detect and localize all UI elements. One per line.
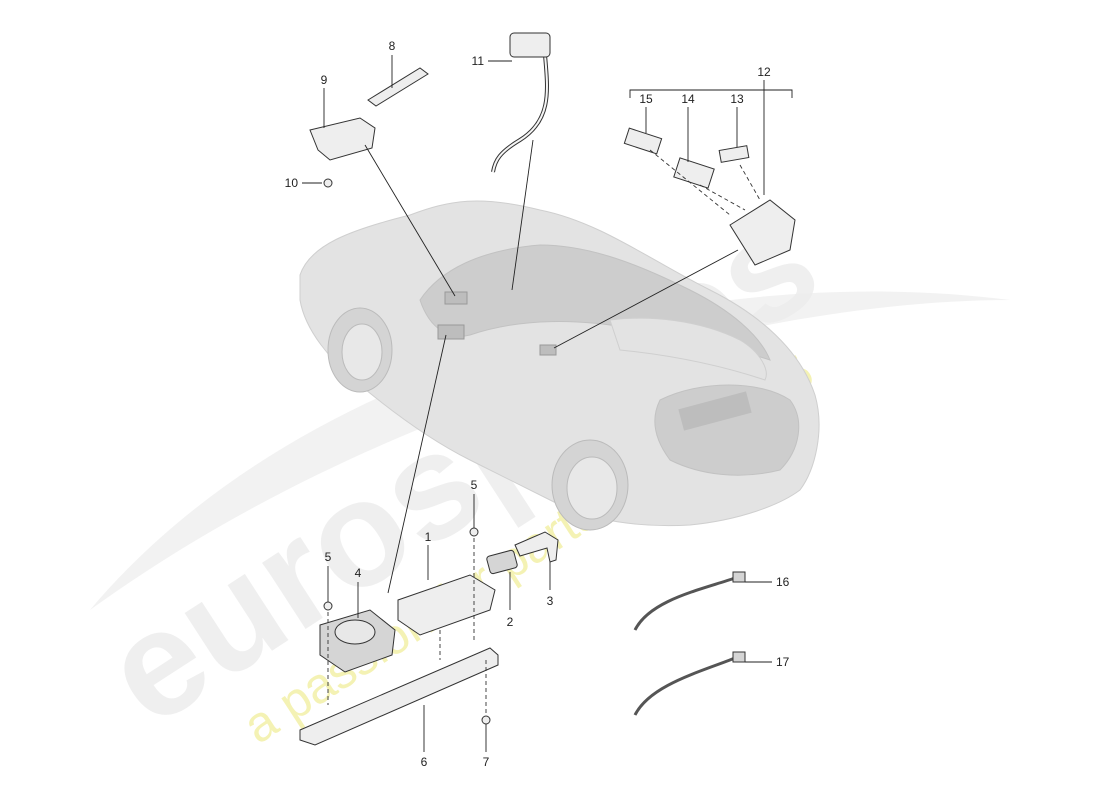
callout-5b: 5: [471, 478, 478, 492]
part-cable-16-end: [732, 571, 746, 583]
part-nut-5b: [469, 527, 479, 537]
part-connector-15: [623, 127, 663, 155]
callout-5a: 5: [325, 550, 332, 564]
callout-17: 17: [776, 655, 790, 669]
callout-15: 15: [639, 92, 653, 106]
part-module-14: [673, 157, 715, 189]
callout-14: 14: [681, 92, 695, 106]
callout-13: 13: [730, 92, 744, 106]
part-control-unit: [397, 574, 496, 636]
leader-bracket-to-car: [364, 144, 456, 297]
part-mounting-bracket: [299, 647, 499, 746]
callout-8: 8: [389, 39, 396, 53]
part-cable-16: [633, 576, 736, 631]
callout-16: 16: [776, 575, 790, 589]
car-interior-module-c: [539, 344, 557, 356]
callout-2: 2: [507, 615, 514, 629]
callout-4: 4: [355, 566, 362, 580]
callout-labels: 1 2 3 4 5 5 6 7 8 9 10 11 12 13 14 15 16…: [285, 39, 790, 769]
part-clip-13: [718, 145, 750, 163]
car-front-rim: [341, 323, 383, 381]
car-interior-module-b: [437, 324, 465, 340]
callout-6: 6: [421, 755, 428, 769]
part-cable-harness-outline: [492, 54, 548, 173]
part-cable-17-end: [732, 651, 746, 663]
part-antenna-strip: [367, 67, 429, 107]
callout-3: 3: [547, 594, 554, 608]
callout-11: 11: [472, 54, 485, 68]
part-connector-2: [486, 549, 518, 575]
leader-holder-to-car: [553, 249, 739, 349]
callout-12: 12: [757, 65, 771, 79]
part-bracket-3: [514, 531, 559, 563]
leader-harness-to-car: [511, 139, 534, 291]
part-bracket: [309, 117, 376, 161]
car-rear-rim: [566, 456, 618, 520]
parts: [299, 32, 796, 746]
part-assembly-dashes: [649, 149, 761, 216]
callout-10: 10: [285, 176, 299, 190]
leader-lines: [302, 55, 793, 752]
part-mount-dashes: [327, 538, 487, 714]
callout-7: 7: [483, 755, 490, 769]
callout-9: 9: [321, 73, 328, 87]
part-holder: [729, 199, 796, 266]
part-cable-17: [633, 656, 736, 716]
part-bolt: [481, 715, 491, 725]
part-speaker-cone: [334, 619, 376, 645]
part-nut-small: [323, 178, 333, 188]
part-nut-5a: [323, 601, 333, 611]
callout-1: 1: [425, 530, 432, 544]
leader-unit-to-car: [387, 334, 447, 594]
car-rear-window: [609, 317, 767, 381]
leader-12-bracket: [629, 89, 793, 98]
car-illustration: [299, 200, 820, 531]
part-harness-connector: [509, 32, 551, 58]
car-interior-module-a: [444, 291, 468, 305]
car-rear-grille: [678, 391, 752, 431]
